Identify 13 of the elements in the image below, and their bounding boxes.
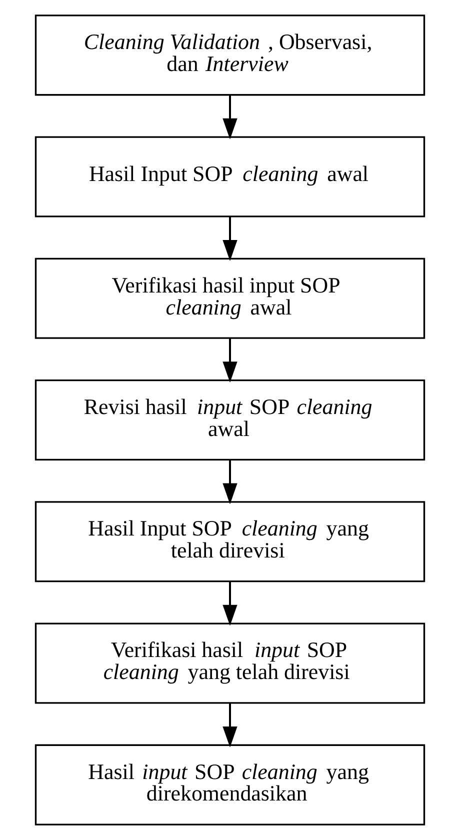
arrow [222, 581, 237, 626]
arrow [222, 338, 237, 383]
node-box: Hasil Input SOP cleaning yang telah direvisi [34, 501, 425, 582]
arrow [222, 460, 237, 504]
arrow [222, 702, 237, 748]
arrow [222, 216, 237, 261]
arrow [222, 94, 237, 140]
node-box: Verifikasi hasil input SOP cleaning yang telah direvisi [34, 622, 425, 704]
node-box: Revisi hasil input SOP cleaning awal [34, 379, 425, 461]
node-box: Verifikasi hasil input SOP cleaning awal [34, 258, 425, 339]
node-box: Hasil input SOP cleaning yang direkomendasikan [34, 744, 425, 826]
node-box: Hasil Input SOP cleaning awal [34, 136, 425, 218]
node-box: Cleaning Validation, Observasi, dan Interview [34, 14, 425, 96]
